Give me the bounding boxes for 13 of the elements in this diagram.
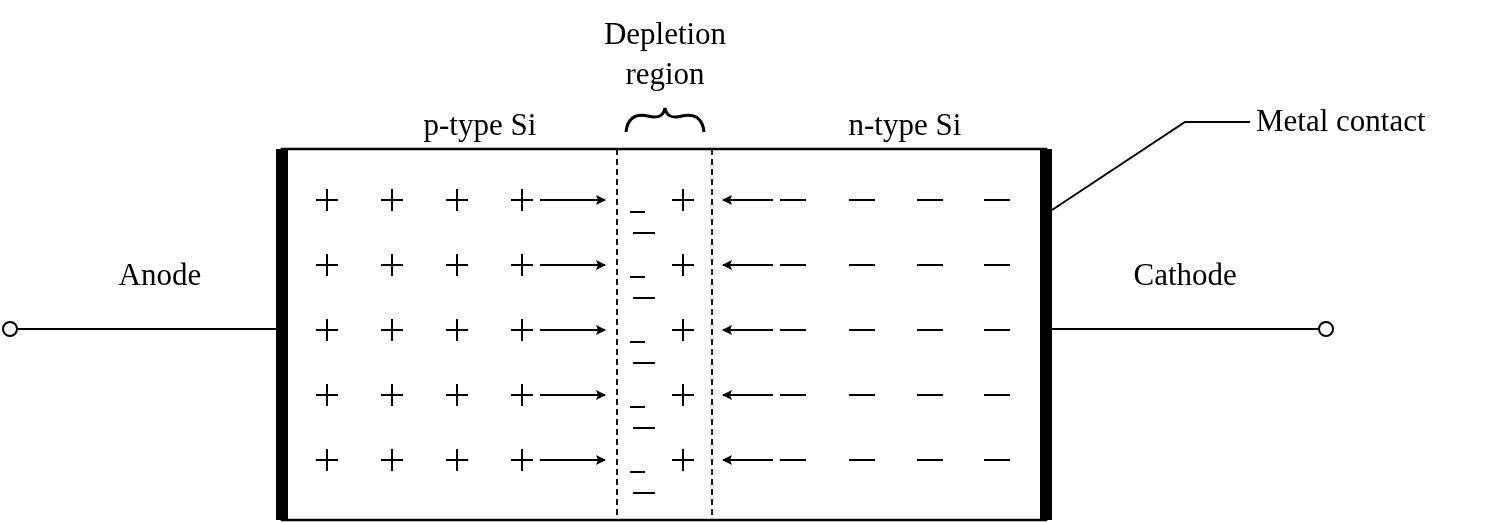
metal-contact-bar (1040, 149, 1052, 520)
wire (17, 328, 277, 330)
terminal-label: Cathode (1133, 258, 1237, 292)
region-label: p-type Si (423, 108, 537, 142)
region-label: n-type Si (848, 108, 962, 142)
metal-contact-bar (276, 149, 288, 520)
leader-line (1051, 121, 1251, 211)
callout-label: Metal contact (1256, 104, 1426, 140)
wire (1051, 328, 1319, 330)
terminal-circle (2, 321, 18, 337)
region-label: Depletion region (602, 15, 728, 93)
terminal-circle (1318, 321, 1334, 337)
terminal-label: Anode (118, 258, 202, 292)
